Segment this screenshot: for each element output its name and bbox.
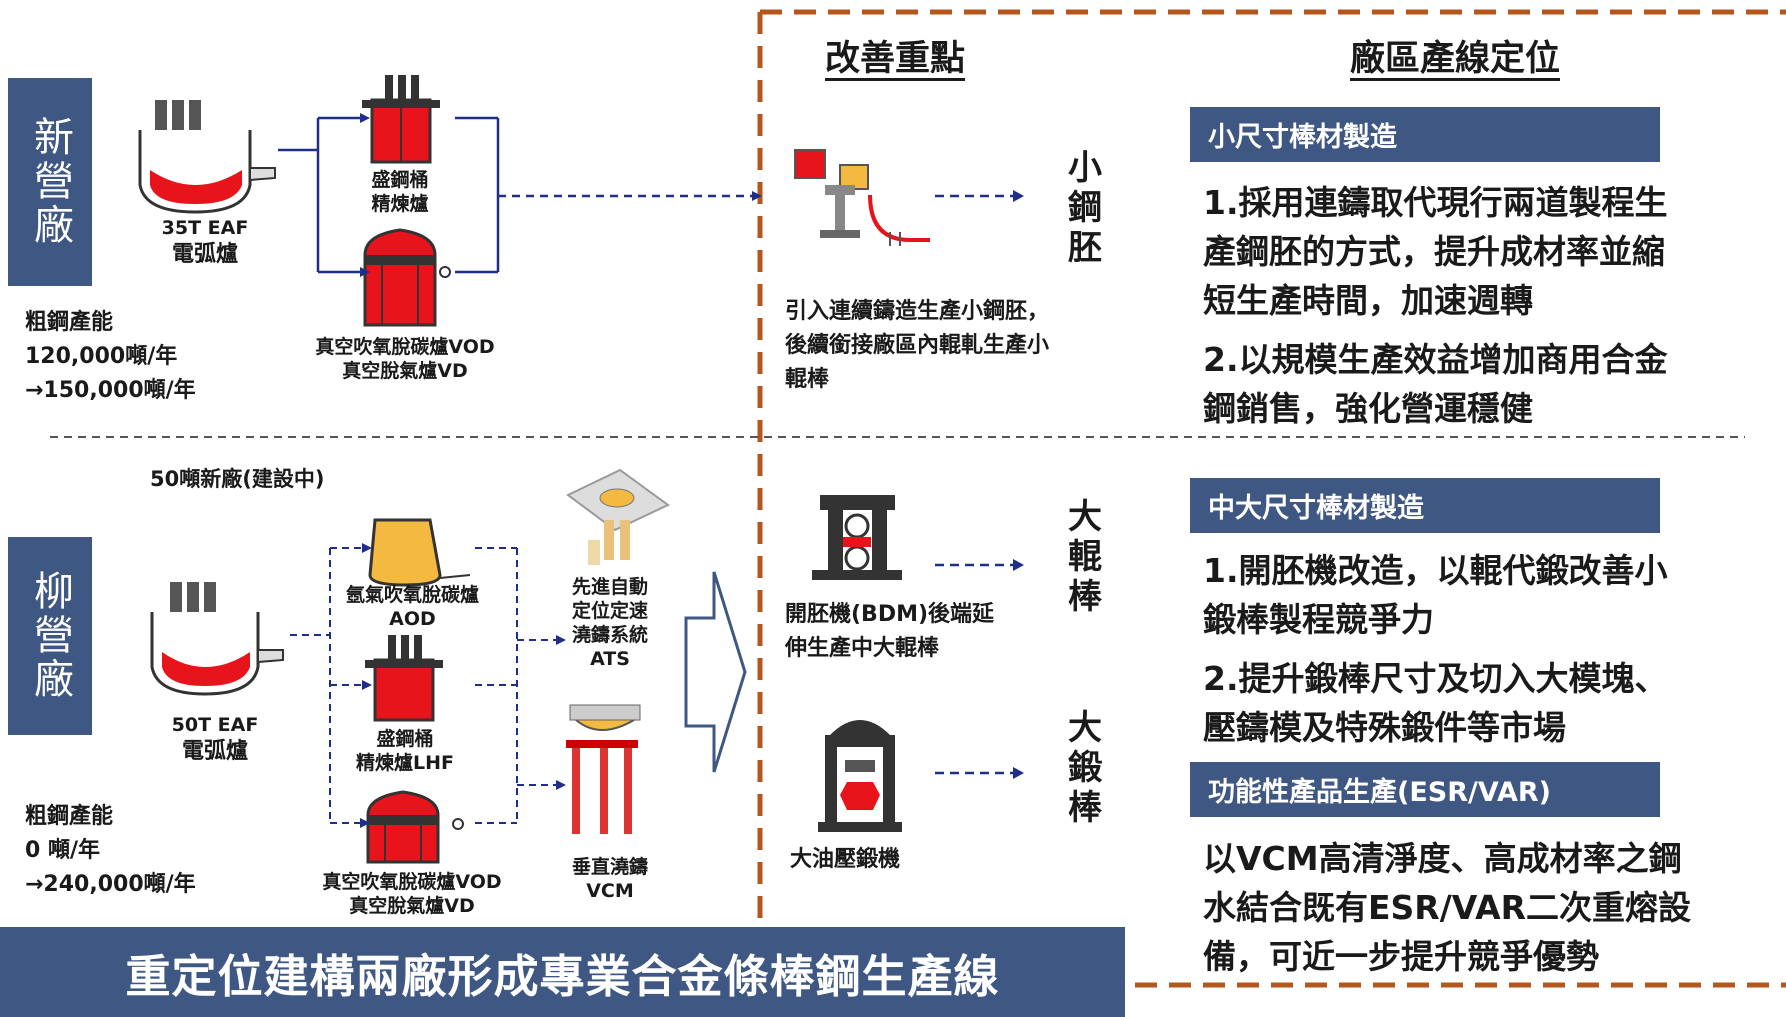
capacity-title: 粗鋼產能 bbox=[25, 310, 114, 335]
product-arrows bbox=[935, 194, 1015, 775]
body-line: 短生產時間，加速週轉 bbox=[1203, 281, 1533, 320]
section-body-functional: 以VCM高清淨度、高成材率之鋼 水結合既有ESR/VAR二次重熔設 備，可近一步… bbox=[1203, 834, 1763, 981]
vod-furnace-icon-liuying bbox=[366, 790, 464, 864]
eaf-furnace-icon-liuying bbox=[150, 582, 284, 696]
desc-line: 開胚機(BDM)後端延 bbox=[785, 602, 995, 627]
capacity-from: 120,000噸/年 bbox=[25, 344, 178, 369]
body-line: 以VCM高清淨度、高成材率之鋼 bbox=[1203, 839, 1682, 878]
lhf-label-line1: 盛鋼桶 bbox=[376, 728, 434, 750]
eaf-label-xinying: 35T EAF 電弧爐 bbox=[140, 216, 270, 270]
ats-line: 澆鑄系統 bbox=[571, 624, 648, 646]
continuous-caster-icon bbox=[794, 149, 930, 246]
product-small-billet: 小鋼胚 bbox=[1068, 148, 1102, 268]
vcm-label-line1: 垂直澆鑄 bbox=[571, 856, 648, 878]
ats-line: 定位定速 bbox=[571, 600, 648, 622]
body-line: 壓鑄模及特殊鍛件等市場 bbox=[1203, 708, 1566, 747]
hydraulic-press-icon bbox=[818, 720, 902, 832]
ats-label: 先進自動 定位定速 澆鑄系統 ATS bbox=[555, 575, 665, 671]
ats-line: 先進自動 bbox=[571, 576, 648, 598]
capacity-to: →150,000噸/年 bbox=[25, 378, 196, 403]
vod-label-liuying: 真空吹氧脫碳爐VOD 真空脫氣爐VD bbox=[292, 870, 532, 918]
body-line: 產鋼胚的方式，提升成材率並縮 bbox=[1203, 232, 1665, 271]
plant-label-liuying: 柳營廠 bbox=[8, 537, 92, 735]
vcm-label: 垂直澆鑄 VCM bbox=[555, 855, 665, 903]
desc-line: 後續銜接廠區內輥軋生產小 bbox=[785, 333, 1050, 358]
ladle-label-line1: 盛鋼桶 bbox=[371, 169, 429, 191]
eaf-model: 50T EAF bbox=[171, 714, 259, 736]
eaf-name: 電弧爐 bbox=[181, 739, 248, 764]
vod-label-line1: 真空吹氧脫碳爐VOD bbox=[315, 336, 495, 358]
improvement-frame bbox=[757, 9, 1786, 988]
lhf-furnace-icon bbox=[365, 635, 443, 722]
new-plant-label: 50噸新廠(建設中) bbox=[150, 467, 325, 491]
vod-label-xinying: 真空吹氧脫碳爐VOD 真空脫氣爐VD bbox=[285, 335, 525, 383]
vd-label-line2: 真空脫氣爐VD bbox=[349, 895, 475, 917]
body-line: 備，可近一步提升競爭優勢 bbox=[1203, 937, 1599, 976]
small-billet-desc: 引入連續鑄造生產小鋼胚， 後續銜接廠區內輥軋生產小 輥棒 bbox=[785, 295, 1145, 397]
body-line: 水結合既有ESR/VAR二次重熔設 bbox=[1203, 888, 1692, 927]
lhf-label-line2: 精煉爐LHF bbox=[356, 752, 454, 774]
ats-line: ATS bbox=[590, 648, 630, 670]
section-title-mid-large-bar: 中大尺寸棒材製造 bbox=[1190, 478, 1660, 533]
body-line: 1.採用連鑄取代現行兩道製程生 bbox=[1203, 183, 1668, 222]
body-line: 1.開胚機改造，以輥代鍛改善小 bbox=[1203, 551, 1668, 590]
plant-label-xinying: 新營廠 bbox=[8, 78, 92, 286]
eaf-furnace-icon-xinying bbox=[138, 100, 276, 214]
body-line: 鍛棒製程競爭力 bbox=[1203, 600, 1434, 639]
desc-line: 大油壓鍛機 bbox=[790, 847, 901, 872]
desc-line: 引入連續鑄造生產小鋼胚， bbox=[785, 299, 1050, 324]
large-forged-desc: 大油壓鍛機 bbox=[790, 843, 990, 877]
aod-label-line2: AOD bbox=[389, 608, 436, 630]
section-title-functional: 功能性產品生產(ESR/VAR) bbox=[1190, 762, 1660, 817]
blooming-mill-icon bbox=[812, 495, 902, 580]
vod-furnace-icon-xinying bbox=[363, 228, 451, 327]
improvement-heading: 改善重點 bbox=[825, 39, 966, 79]
section-body-small-bar: 1.採用連鑄取代現行兩道製程生 產鋼胚的方式，提升成材率並縮 短生產時間，加速週… bbox=[1203, 178, 1763, 433]
desc-line: 伸生產中大輥棒 bbox=[785, 636, 940, 661]
capacity-title: 粗鋼產能 bbox=[25, 804, 114, 829]
big-right-arrow-icon bbox=[684, 571, 747, 773]
ats-casting-icon bbox=[566, 468, 670, 565]
section-body-mid-large-bar: 1.開胚機改造，以輥代鍛改善小 鍛棒製程競爭力 2.提升鍛棒尺寸及切入大模塊、 … bbox=[1203, 546, 1763, 752]
positioning-heading: 廠區產線定位 bbox=[1350, 39, 1561, 79]
ladle-label-xinying: 盛鋼桶 精煉爐 bbox=[340, 168, 460, 216]
section-title-small-bar: 小尺寸棒材製造 bbox=[1190, 107, 1660, 162]
ladle-furnace-icon-xinying bbox=[362, 75, 440, 164]
capacity-to: →240,000噸/年 bbox=[25, 872, 196, 897]
eaf-model: 35T EAF bbox=[161, 217, 249, 239]
bottom-banner: 重定位建構兩廠形成專業合金條棒鋼生產線 bbox=[0, 927, 1125, 1017]
body-line: 2.提升鍛棒尺寸及切入大模塊、 bbox=[1203, 659, 1668, 698]
vd-label-line2: 真空脫氣爐VD bbox=[342, 360, 468, 382]
lhf-label: 盛鋼桶 精煉爐LHF bbox=[340, 727, 470, 775]
vcm-casting-icon bbox=[566, 704, 641, 834]
flow-lines-liuying bbox=[290, 547, 556, 824]
capacity-liuying: 粗鋼產能 0 噸/年 →240,000噸/年 bbox=[25, 800, 285, 902]
capacity-from: 0 噸/年 bbox=[25, 838, 101, 863]
body-line: 鋼銷售，強化營運穩健 bbox=[1203, 389, 1533, 428]
product-large-forged-bar: 大鍛棒 bbox=[1068, 708, 1102, 828]
vcm-label-line2: VCM bbox=[586, 880, 634, 902]
aod-converter-icon bbox=[368, 518, 471, 587]
capacity-xinying: 粗鋼產能 120,000噸/年 →150,000噸/年 bbox=[25, 306, 265, 408]
aod-label: 氬氣吹氧脫碳爐 AOD bbox=[320, 583, 505, 631]
product-large-rolled-bar: 大輥棒 bbox=[1068, 497, 1102, 617]
eaf-label-liuying: 50T EAF 電弧爐 bbox=[150, 713, 280, 767]
vod-label-line1: 真空吹氧脫碳爐VOD bbox=[322, 871, 502, 893]
eaf-name: 電弧爐 bbox=[171, 242, 238, 267]
large-rolled-desc: 開胚機(BDM)後端延 伸生產中大輥棒 bbox=[785, 598, 1065, 666]
body-line: 2.以規模生產效益增加商用合金 bbox=[1203, 340, 1668, 379]
aod-label-line1: 氬氣吹氧脫碳爐 bbox=[345, 584, 479, 606]
flow-lines-xinying bbox=[278, 116, 755, 274]
ladle-label-line2: 精煉爐 bbox=[371, 193, 429, 215]
desc-line: 輥棒 bbox=[785, 367, 830, 392]
